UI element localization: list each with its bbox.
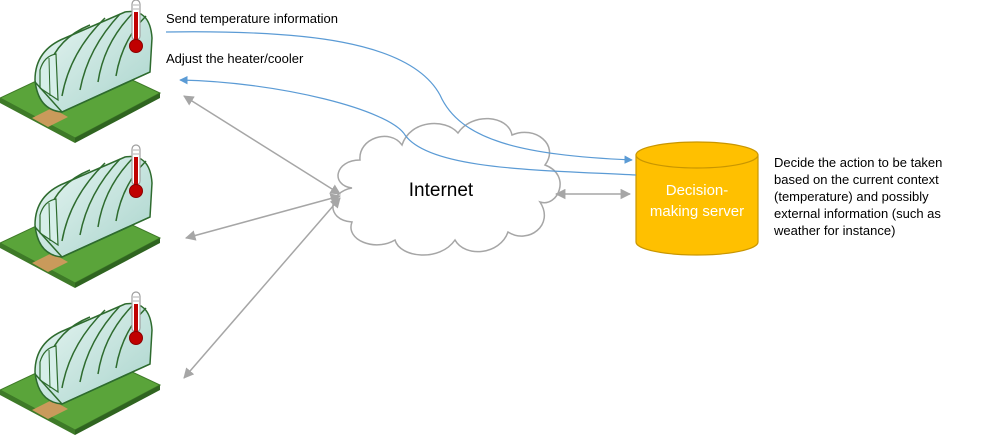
database-icon [635,141,759,256]
adjust-heater-arrow [179,75,637,176]
send-temperature-arrow [165,31,633,164]
internet-label: Internet [408,180,474,201]
send-temperature-label: Send temperature information [166,11,338,26]
adjust-heater-label: Adjust the heater/cooler [166,51,304,66]
link-arrow-2 [184,193,342,241]
cloud-icon [332,117,561,256]
thermometer-icon-3 [128,291,144,346]
server-label: Decision- making server [649,182,745,220]
greenhouse-icon-2 [0,144,161,289]
thermometer-icon-2 [128,144,144,199]
greenhouse-icon-1 [0,0,161,144]
server-description: Decide the action to be taken based on t… [774,155,943,238]
link-arrow-3 [183,197,341,379]
greenhouse-icon-3 [0,291,161,436]
link-arrow-1 [183,95,341,195]
thermometer-icon-1 [128,0,144,54]
